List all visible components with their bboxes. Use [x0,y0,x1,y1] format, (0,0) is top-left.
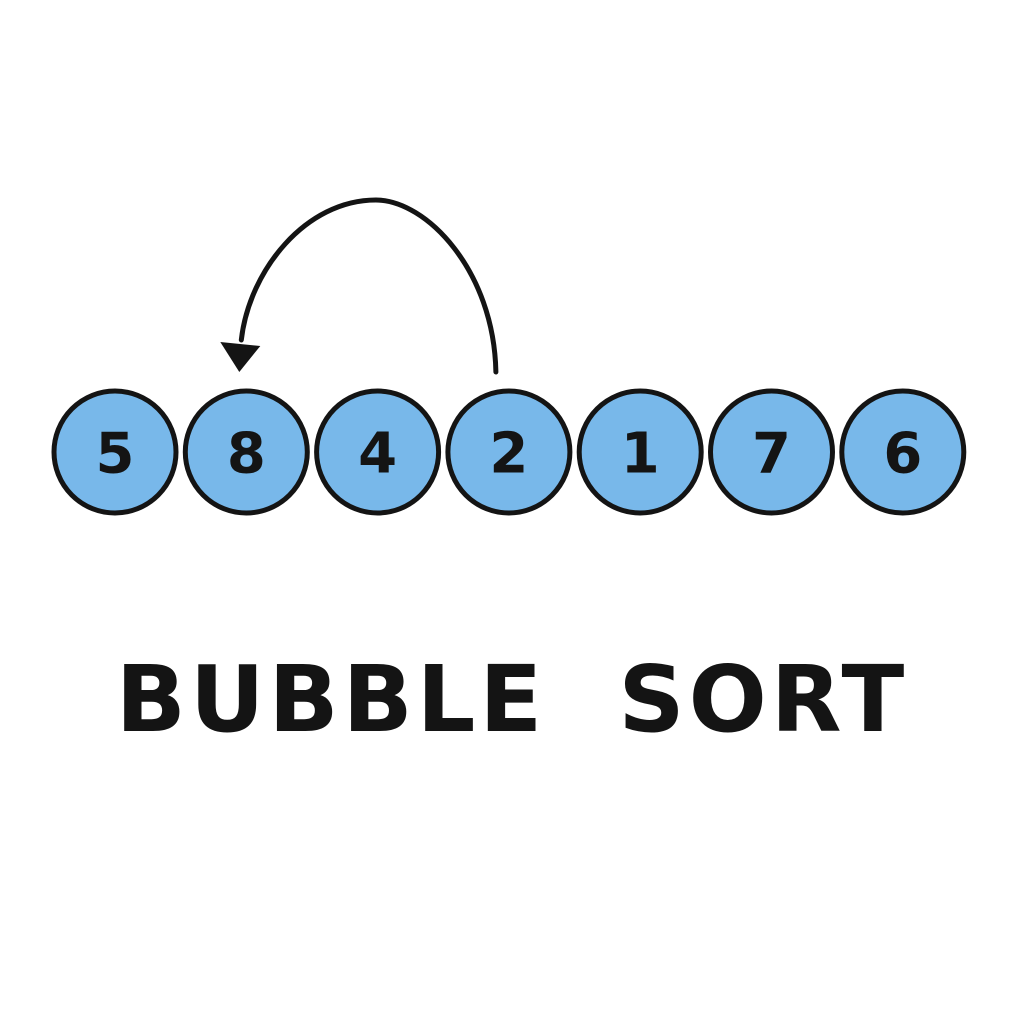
node-circle [314,388,442,516]
node-circle [182,388,310,516]
node-value: 7 [752,422,791,487]
array-node: 1 [576,388,704,516]
diagram-title: BUBBLE SORT [115,646,909,753]
array-node: 7 [708,388,835,516]
node-value: 8 [227,422,266,487]
node-circle [576,388,704,516]
array-node: 2 [445,388,573,516]
array-node: 5 [51,388,179,516]
array-node: 4 [314,388,442,516]
node-value: 4 [358,422,397,487]
array-node: 8 [182,388,310,516]
node-value: 1 [621,422,660,487]
node-circle [51,388,179,516]
array-node: 6 [839,388,967,516]
swap-arrowhead-icon [220,342,261,372]
node-circle [445,388,573,516]
node-circle [708,388,835,516]
array-elements: 5 8 4 2 1 7 6 [51,388,967,516]
node-value: 6 [883,422,922,487]
node-circle [839,388,967,516]
node-value: 5 [96,422,135,487]
node-value: 2 [489,422,528,487]
swap-arrow [238,197,499,375]
